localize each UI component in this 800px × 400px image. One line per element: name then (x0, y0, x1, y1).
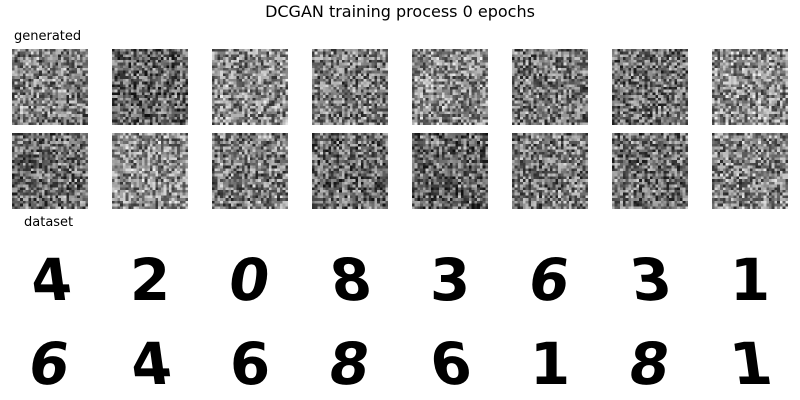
digit-label: 2 (130, 246, 170, 314)
generated-image (412, 49, 488, 125)
generated-image (112, 133, 188, 209)
digit-label: 0 (224, 246, 274, 314)
generated-image (512, 133, 588, 209)
generated-image (312, 133, 388, 209)
dataset-digit: 8 (312, 240, 388, 316)
dataset-digit: 8 (312, 324, 388, 400)
generated-image (412, 133, 488, 209)
dataset-digit: 4 (112, 324, 188, 400)
dataset-label: dataset (24, 215, 74, 230)
digit-label: 6 (230, 330, 270, 398)
generated-image (612, 133, 688, 209)
dataset-digit: 0 (212, 240, 288, 316)
generated-image (12, 49, 88, 125)
digit-label: 4 (26, 246, 76, 314)
digit-label: 8 (324, 330, 374, 398)
digit-label: 6 (524, 246, 574, 314)
digit-label: 1 (726, 330, 776, 398)
generated-image (12, 133, 88, 209)
dataset-digit: 6 (412, 324, 488, 400)
generated-image (212, 49, 288, 125)
dataset-digit: 6 (212, 324, 288, 400)
dataset-digit: 6 (12, 324, 88, 400)
dataset-digit: 3 (612, 240, 688, 316)
digit-label: 8 (624, 330, 674, 398)
figure-title: DCGAN training process 0 epochs (265, 2, 535, 21)
dataset-digit: 1 (712, 240, 788, 316)
generated-image (112, 49, 188, 125)
digit-label: 6 (426, 330, 476, 398)
digit-label: 1 (530, 330, 570, 398)
generated-image (612, 49, 688, 125)
dataset-digit: 1 (712, 324, 788, 400)
generated-image (712, 49, 788, 125)
dataset-digit: 8 (612, 324, 688, 400)
generated-image (712, 133, 788, 209)
generated-label: generated (14, 29, 82, 44)
dataset-digit: 1 (512, 324, 588, 400)
digit-label: 3 (626, 246, 676, 314)
dataset-digit: 4 (12, 240, 88, 316)
generated-image (512, 49, 588, 125)
digit-label: 8 (326, 246, 376, 314)
digit-label: 6 (24, 330, 74, 398)
generated-image (312, 49, 388, 125)
digit-label: 1 (730, 246, 770, 314)
dataset-digit: 6 (512, 240, 588, 316)
generated-image (212, 133, 288, 209)
digit-label: 4 (126, 330, 176, 398)
dataset-digit: 3 (412, 240, 488, 316)
dataset-digit: 2 (112, 240, 188, 316)
digit-label: 3 (430, 246, 470, 314)
